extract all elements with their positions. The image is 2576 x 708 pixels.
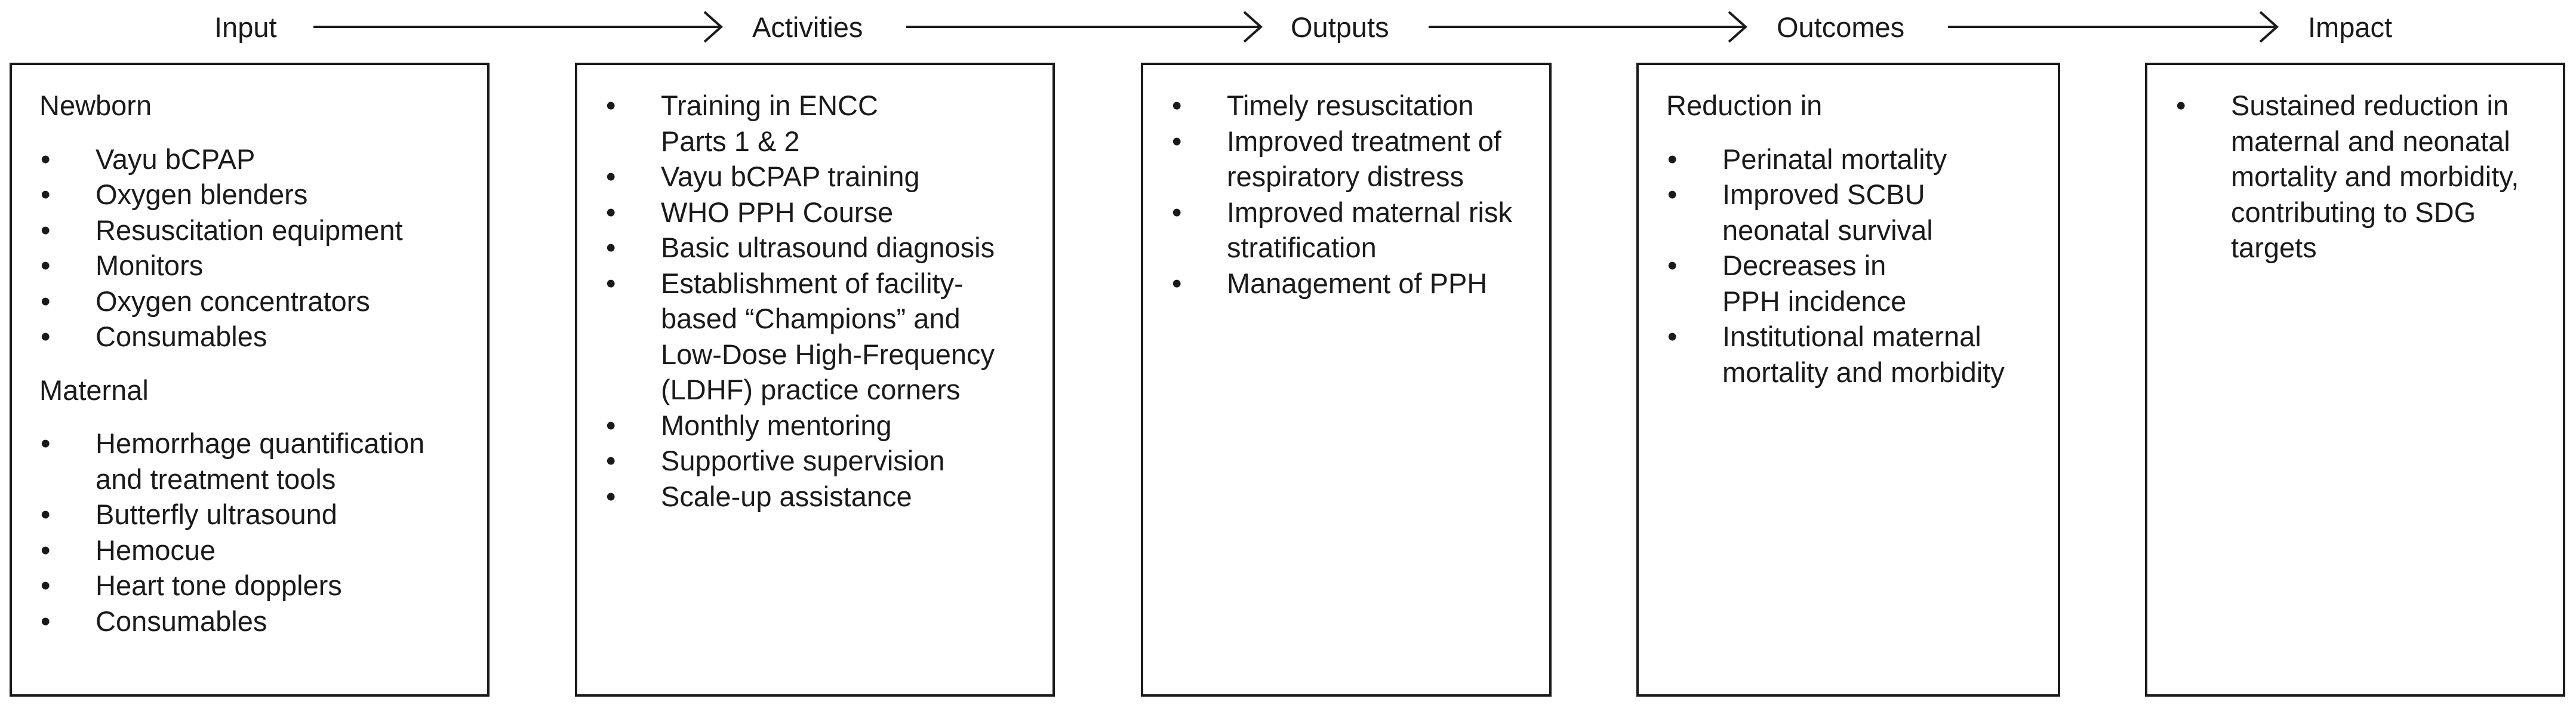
list-item: Heart tone dopplers: [39, 568, 463, 604]
list-item: Improved SCBU neonatal survival: [1666, 177, 1949, 248]
list-item: Consumables: [39, 319, 463, 355]
arrow-outputs-to-outcomes: [1429, 11, 1748, 43]
header-impact: Impact: [2308, 11, 2393, 43]
flow-arrows: [313, 11, 2279, 43]
list-item: Oxygen blenders: [39, 177, 463, 213]
list-item: Management of PPH: [1171, 266, 1525, 301]
list-item: Improved treatment of respiratory distre…: [1171, 124, 1525, 195]
input-maternal-list: Hemorrhage quantification and treatment …: [39, 426, 463, 639]
input-newborn-list: Vayu bCPAP Oxygen blenders Resuscitation…: [39, 141, 463, 355]
list-item: Perinatal mortality: [1666, 141, 2034, 177]
outputs-list: Timely resuscitation Improved treatment …: [1171, 88, 1525, 301]
list-item: Basic ultrasound diagnosis: [605, 230, 1029, 266]
arrow-input-to-activities: [313, 11, 724, 43]
header-input: Input: [214, 11, 277, 43]
list-item: Decreases in PPH incidence: [1666, 248, 1943, 319]
list-item: Institutional maternal mortality and mor…: [1666, 319, 2034, 390]
list-item: Scale-up assistance: [605, 479, 1029, 515]
list-item: Butterfly ultrasound: [39, 497, 463, 532]
input-newborn-heading: Newborn: [39, 90, 152, 121]
activities-box: Training in ENCC Parts 1 & 2 Vayu bCPAP …: [575, 63, 1055, 697]
activities-list: Training in ENCC Parts 1 & 2 Vayu bCPAP …: [605, 88, 1029, 514]
list-item: WHO PPH Course: [605, 195, 1029, 230]
list-item: Vayu bCPAP: [39, 141, 463, 177]
header-activities: Activities: [752, 11, 863, 43]
list-item: Improved maternal risk stratification: [1171, 195, 1525, 266]
list-item: Training in ENCC Parts 1 & 2: [605, 88, 918, 159]
outcomes-heading: Reduction in: [1666, 90, 1823, 121]
list-item: Monthly mentoring: [605, 408, 1029, 444]
outputs-box: Timely resuscitation Improved treatment …: [1141, 63, 1552, 697]
list-item: Establishment of facility-based “Champio…: [605, 266, 1029, 408]
header-outcomes: Outcomes: [1777, 11, 1905, 43]
list-item: Timely resuscitation: [1171, 88, 1525, 124]
list-item: Monitors: [39, 248, 463, 284]
list-item: Supportive supervision: [605, 443, 1029, 479]
arrow-outcomes-to-impact: [1948, 11, 2279, 43]
list-item: Resuscitation equipment: [39, 213, 463, 248]
arrow-activities-to-outputs: [906, 11, 1263, 43]
list-item: Vayu bCPAP training: [605, 159, 1029, 195]
header-outputs: Outputs: [1291, 11, 1389, 43]
input-maternal-heading: Maternal: [39, 374, 149, 406]
outcomes-box: Reduction in Perinatal mortality Improve…: [1636, 63, 2060, 697]
impact-box: Sustained reduction in maternal and neon…: [2145, 63, 2565, 697]
outcomes-list: Perinatal mortality Improved SCBU neonat…: [1666, 141, 2034, 390]
list-item: Hemocue: [39, 532, 463, 568]
list-item: Oxygen concentrators: [39, 284, 463, 319]
list-item: Consumables: [39, 604, 463, 639]
list-item: Hemorrhage quantification and treatment …: [39, 426, 463, 497]
list-item: Sustained reduction in maternal and neon…: [2175, 88, 2539, 266]
impact-list: Sustained reduction in maternal and neon…: [2175, 88, 2539, 266]
input-box: Newborn Vayu bCPAP Oxygen blenders Resus…: [10, 63, 490, 697]
